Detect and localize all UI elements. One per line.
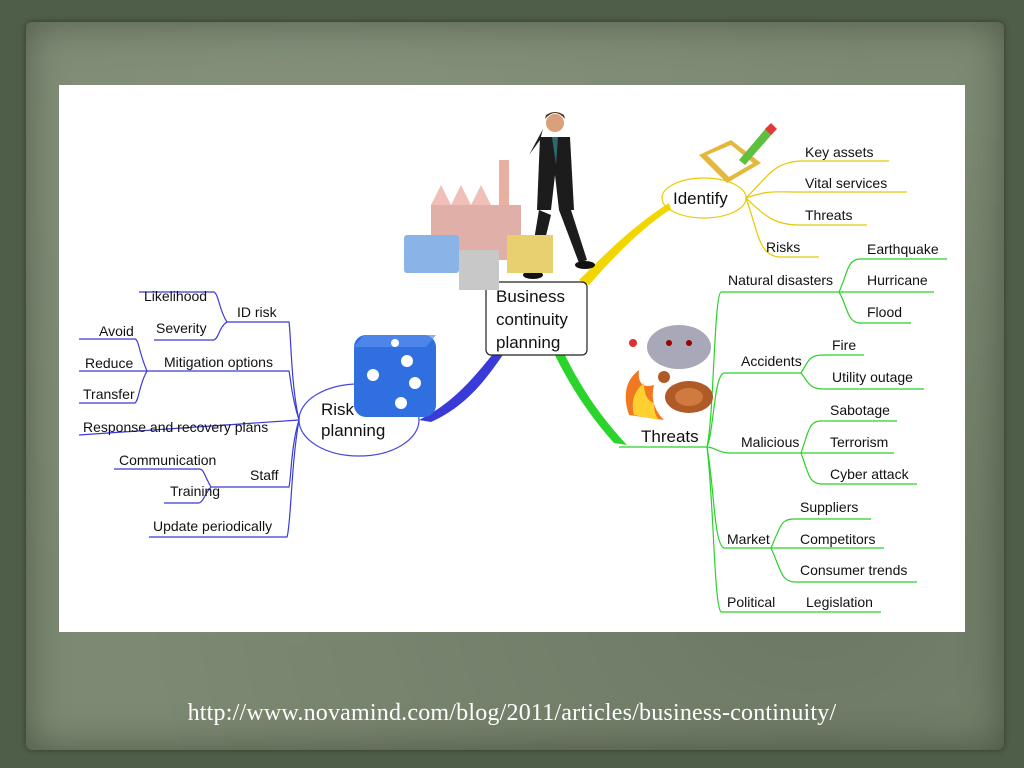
node-utility-outage[interactable]: Utility outage [832, 369, 913, 385]
node-risks[interactable]: Risks [766, 239, 800, 255]
node-update-periodically[interactable]: Update periodically [153, 518, 272, 534]
risk-branch-lines [78, 291, 420, 538]
mind-map: Business continuity planning [78, 112, 947, 613]
node-training[interactable]: Training [170, 483, 220, 499]
node-political[interactable]: Political [727, 594, 775, 610]
source-url[interactable]: http://www.novamind.com/blog/2011/articl… [187, 700, 837, 726]
threats-title[interactable]: Threats [641, 427, 699, 446]
identify-branch-lines [661, 160, 907, 258]
risk-planning-title-1: Risk [321, 400, 355, 419]
node-fire[interactable]: Fire [832, 337, 856, 353]
node-accidents[interactable]: Accidents [741, 353, 802, 369]
center-line-2: continuity [496, 310, 568, 329]
node-suppliers[interactable]: Suppliers [800, 499, 858, 515]
node-communication[interactable]: Communication [119, 452, 216, 468]
node-transfer[interactable]: Transfer [83, 386, 135, 402]
node-reduce[interactable]: Reduce [85, 355, 133, 371]
mind-map-canvas: Business continuity planning [59, 85, 965, 632]
node-avoid[interactable]: Avoid [99, 323, 134, 339]
center-line-3: planning [496, 333, 560, 352]
node-consumer-trends[interactable]: Consumer trends [800, 562, 907, 578]
node-cyber-attack[interactable]: Cyber attack [830, 466, 910, 482]
node-response-recovery[interactable]: Response and recovery plans [83, 419, 268, 435]
clipboard-pencil-icon [699, 123, 777, 183]
node-malicious[interactable]: Malicious [741, 434, 799, 450]
node-severity[interactable]: Severity [156, 320, 207, 336]
center-node[interactable] [485, 281, 588, 356]
risk-planning-title-2: planning [321, 421, 385, 440]
node-identify-threats[interactable]: Threats [805, 207, 852, 223]
threats-branch-lines [619, 258, 947, 613]
branch-identify [579, 203, 671, 285]
storm-fire-snake-icon [625, 325, 713, 420]
node-natural-disasters[interactable]: Natural disasters [728, 272, 833, 288]
branch-risk [419, 347, 507, 422]
node-likelihood[interactable]: Likelihood [144, 288, 207, 304]
node-competitors[interactable]: Competitors [800, 531, 875, 547]
node-hurricane[interactable]: Hurricane [867, 272, 928, 288]
node-sabotage[interactable]: Sabotage [830, 402, 890, 418]
node-earthquake[interactable]: Earthquake [867, 241, 939, 257]
dice-icon [354, 335, 436, 417]
node-id-risk[interactable]: ID risk [237, 304, 278, 320]
node-legislation[interactable]: Legislation [806, 594, 873, 610]
node-staff[interactable]: Staff [250, 467, 279, 483]
branch-threats [551, 347, 627, 445]
center-line-1: Business [496, 287, 565, 306]
node-mitigation-options[interactable]: Mitigation options [164, 354, 273, 370]
node-vital-services[interactable]: Vital services [805, 175, 887, 191]
node-key-assets[interactable]: Key assets [805, 144, 873, 160]
node-terrorism[interactable]: Terrorism [830, 434, 888, 450]
identify-title[interactable]: Identify [673, 189, 728, 208]
node-flood[interactable]: Flood [867, 304, 902, 320]
factory-icon [404, 160, 553, 290]
node-market[interactable]: Market [727, 531, 770, 547]
